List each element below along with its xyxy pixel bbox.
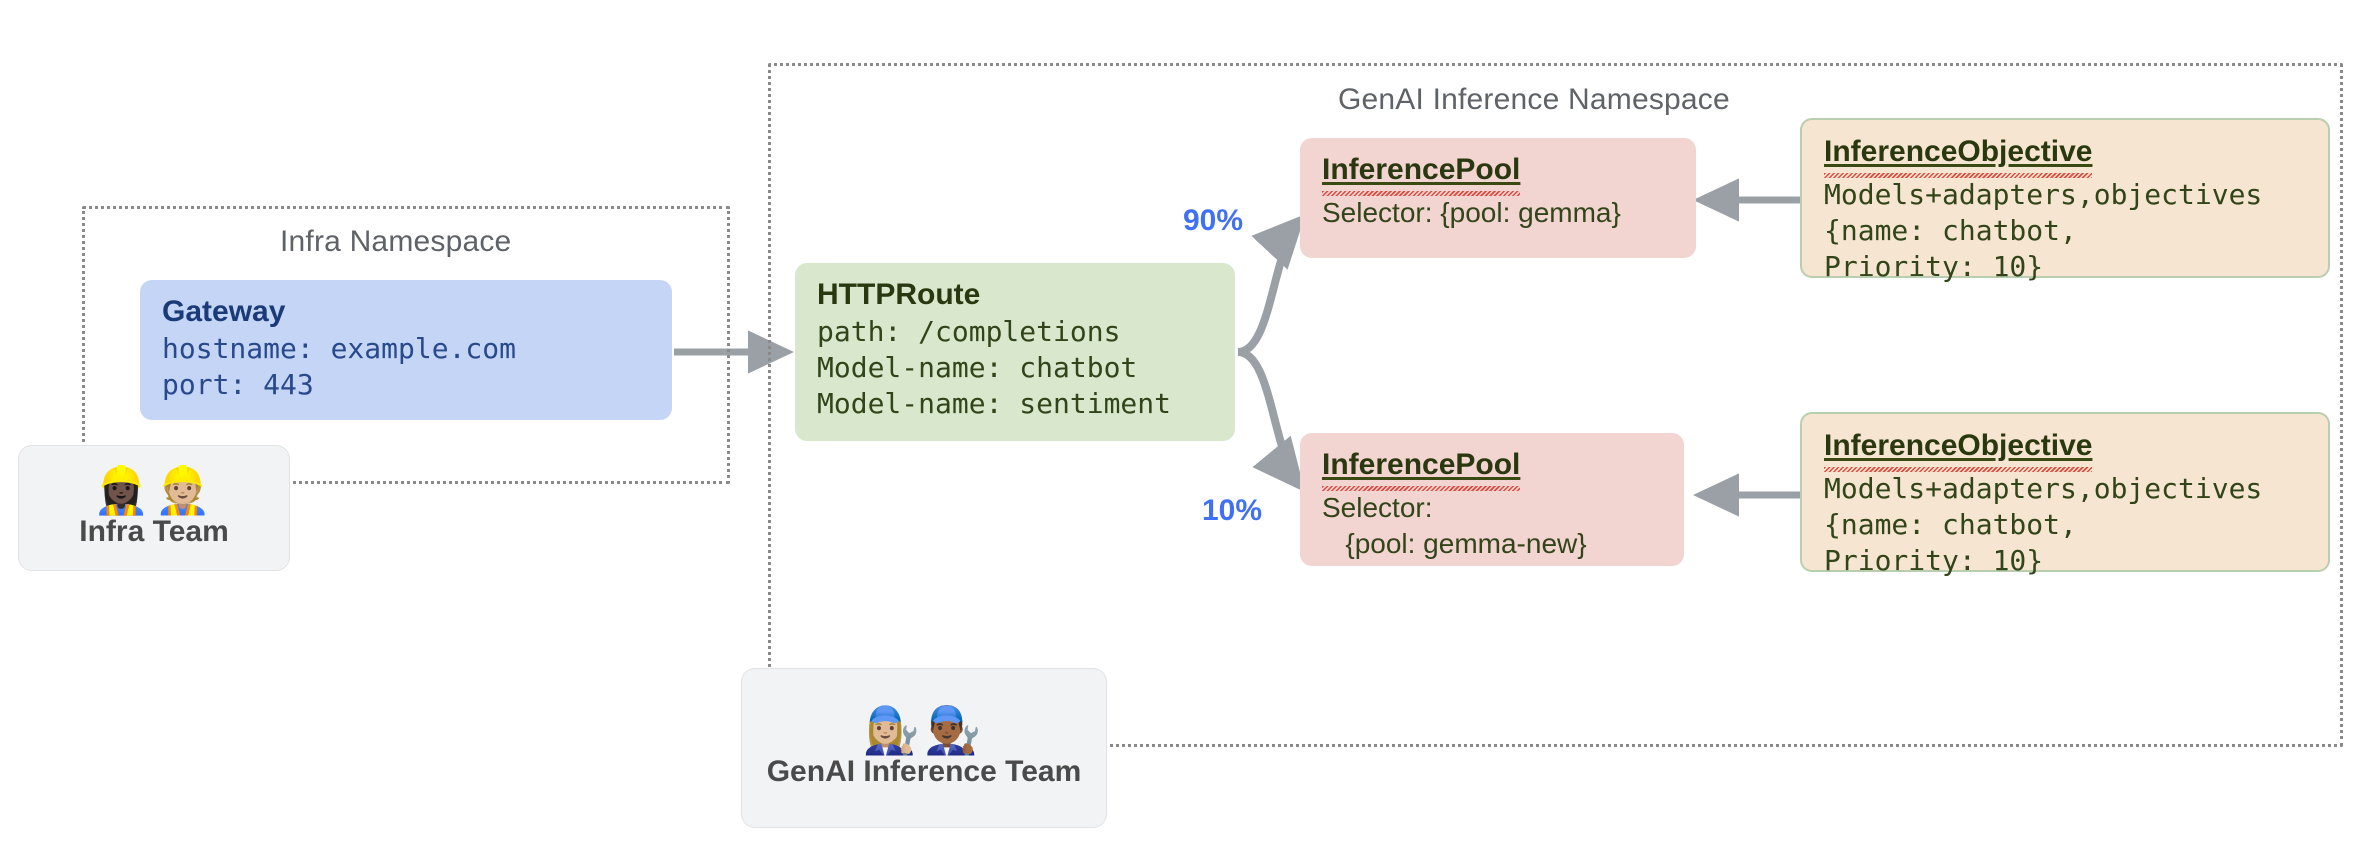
genai-team-label: GenAI Inference Team	[766, 755, 1082, 788]
team-badge-infra[interactable]: 👷🏿‍♀️👷🏼 Infra Team	[18, 445, 290, 571]
inferencepool-gemma-new-selector-value: {pool: gemma-new}	[1322, 527, 1587, 559]
team-badge-genai[interactable]: 👩🏼‍🔧👨🏾‍🔧 GenAI Inference Team	[741, 668, 1107, 828]
inferencepool-card-gemma[interactable]: InferencePool Selector: {pool: gemma}	[1300, 138, 1696, 258]
inferenceobjective-top-line-priority: Priority: 10}	[1824, 250, 2044, 284]
namespace-genai-title: GenAI Inference Namespace	[1338, 83, 1730, 116]
weight-label-10: 10%	[1202, 494, 1263, 527]
inferencepool-card-gemma-new[interactable]: InferencePool Selector: {pool: gemma-new…	[1300, 433, 1684, 566]
gateway-line-port: port: 443	[162, 367, 314, 401]
httproute-title: HTTPRoute	[817, 278, 981, 311]
httproute-line-model-chatbot: Model-name: chatbot	[817, 350, 1138, 384]
inferenceobjective-top-line-models: Models+adapters,objectives	[1824, 177, 2263, 211]
httproute-line-model-sentiment: Model-name: sentiment	[817, 387, 1172, 421]
inferenceobjective-bottom-line-priority: Priority: 10}	[1824, 544, 2044, 578]
gateway-card[interactable]: Gateway hostname: example.com port: 443	[140, 280, 672, 420]
gateway-title: Gateway	[162, 295, 286, 328]
namespace-genai	[768, 63, 2343, 747]
inferencepool-gemma-selector: Selector: {pool: gemma}	[1322, 196, 1621, 228]
inferenceobjective-top-line-name: {name: chatbot,	[1824, 213, 2077, 247]
namespace-infra-title: Infra Namespace	[280, 225, 512, 258]
inferencepool-gemma-title: InferencePool	[1322, 152, 1521, 196]
inferenceobjective-bottom-title: InferenceObjective	[1824, 428, 2093, 472]
inferenceobjective-bottom-line-models: Models+adapters,objectives	[1824, 471, 2263, 505]
inferenceobjective-card-top[interactable]: InferenceObjective Models+adapters,objec…	[1800, 118, 2330, 283]
httproute-card[interactable]: HTTPRoute path: /completions Model-name:…	[795, 263, 1235, 441]
weight-label-90: 90%	[1183, 204, 1244, 237]
infra-team-avatar-icon: 👷🏿‍♀️👷🏼	[92, 464, 216, 516]
inferencepool-gemma-new-title: InferencePool	[1322, 447, 1521, 491]
inferencepool-gemma-new-selector-label: Selector:	[1322, 491, 1433, 523]
inferenceobjective-top-title: InferenceObjective	[1824, 134, 2093, 178]
namespace-infra	[82, 206, 730, 484]
infra-team-label: Infra Team	[79, 515, 229, 548]
httproute-line-path: path: /completions	[817, 314, 1121, 348]
inferenceobjective-bottom-line-name: {name: chatbot,	[1824, 507, 2077, 541]
inferenceobjective-card-bottom[interactable]: InferenceObjective Models+adapters,objec…	[1800, 412, 2330, 577]
genai-team-avatar-icon: 👩🏼‍🔧👨🏾‍🔧	[862, 704, 986, 756]
gateway-line-hostname: hostname: example.com	[162, 331, 517, 365]
